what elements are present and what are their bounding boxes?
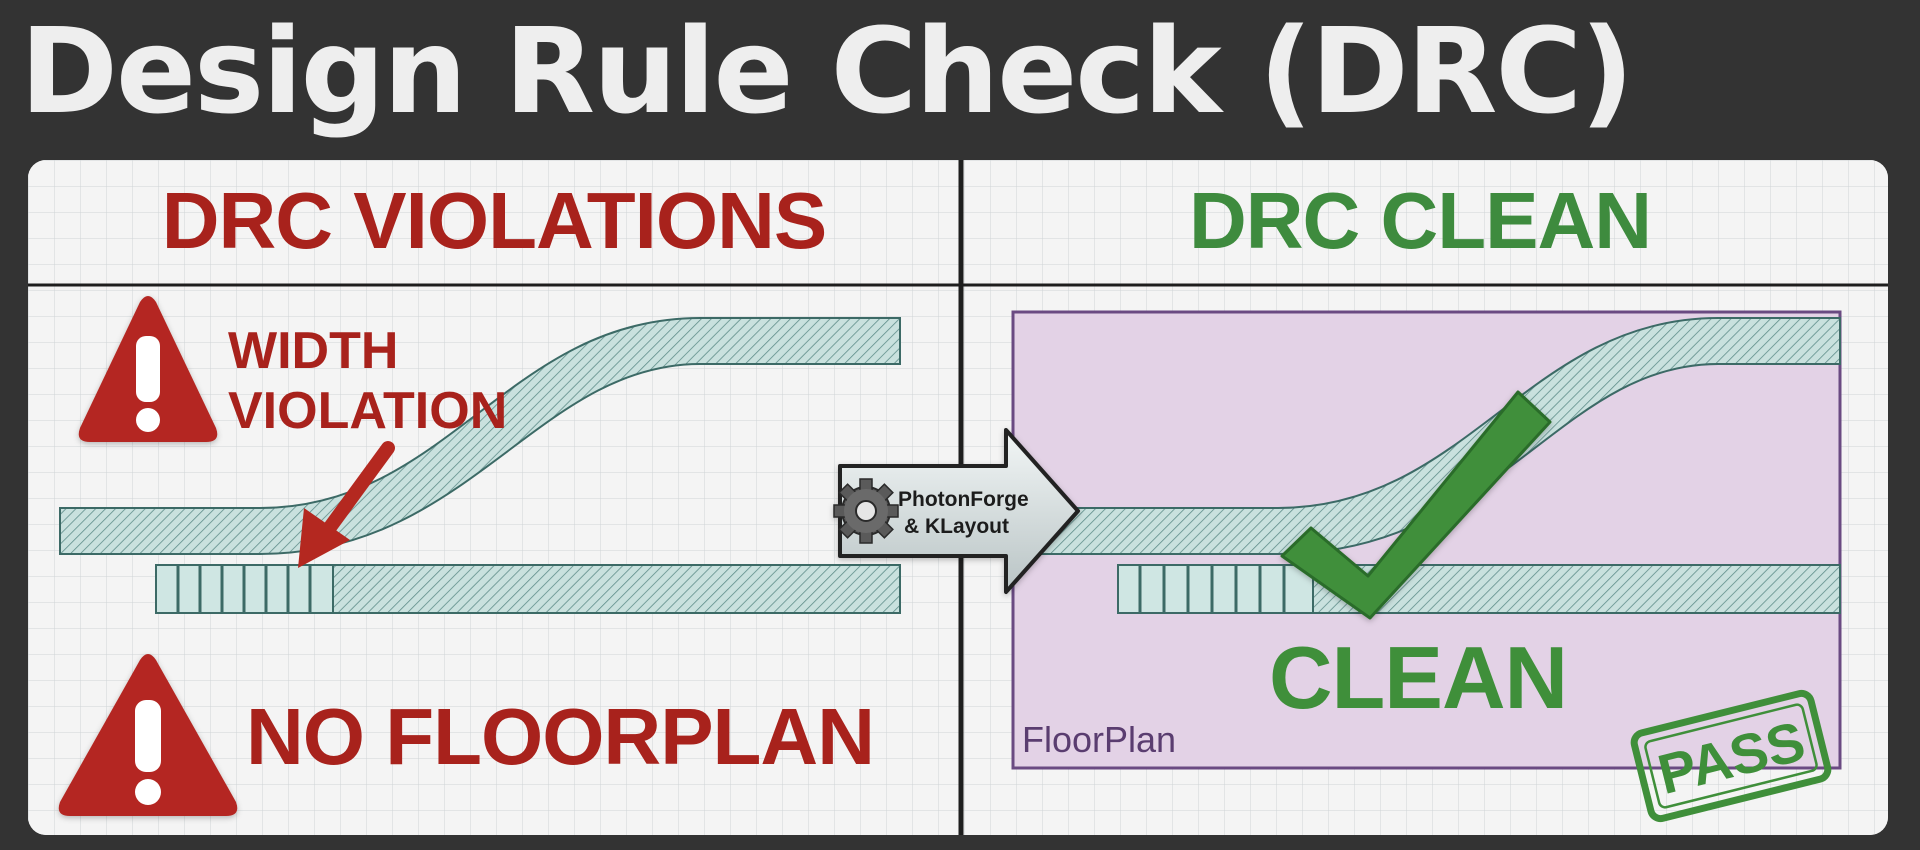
grating-coupler — [1117, 564, 1314, 614]
warning-icon — [78, 296, 218, 442]
violation-pointer-arrow — [298, 441, 395, 568]
floorplan-label: FloorPlan — [1022, 719, 1176, 760]
grating-coupler — [155, 564, 334, 614]
width-violation-label-line1: WIDTH — [228, 322, 398, 380]
violations-panel: DRC VIOLATIONS — [28, 160, 960, 835]
pass-stamp: PASS — [1630, 689, 1832, 823]
straight-waveguide — [332, 564, 901, 614]
violations-header: DRC VIOLATIONS — [162, 176, 827, 265]
warning-icon — [58, 654, 238, 816]
clean-status-text: CLEAN — [1269, 628, 1567, 727]
drc-comparison-panel: DRC VIOLATIONS — [28, 160, 1888, 835]
width-violation-label-line2: VIOLATION — [228, 382, 507, 440]
checkmark-icon — [1280, 390, 1552, 620]
gear-icon — [833, 478, 899, 544]
process-arrow: PhotonForge & KLayout — [833, 428, 1080, 594]
clean-header: DRC CLEAN — [1189, 176, 1651, 265]
arrow-label-line2: & KLayout — [904, 515, 1009, 538]
clean-panel: DRC CLEAN CLEAN FloorPlan — [963, 160, 1888, 835]
arrow-label-line1: PhotonForge — [898, 488, 1029, 511]
bent-waveguide — [59, 317, 901, 555]
drc-diagram: DRC VIOLATIONS — [28, 160, 1888, 835]
page-title: Design Rule Check (DRC) — [20, 2, 1634, 140]
no-floorplan-label: NO FLOORPLAN — [246, 692, 874, 781]
